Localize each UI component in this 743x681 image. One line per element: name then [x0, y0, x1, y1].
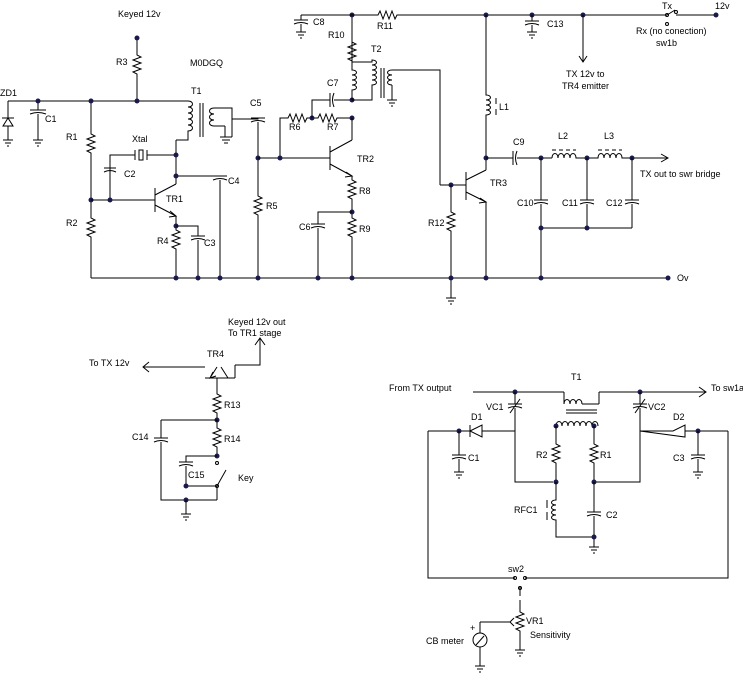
label-r1: R1 [66, 132, 78, 142]
label-l2: L2 [558, 131, 568, 141]
swr-bridge-circuit [427, 386, 729, 673]
keying-circuit [142, 337, 266, 521]
label-r14: R14 [224, 434, 241, 444]
label-c5: C5 [250, 98, 262, 108]
label-r8: R8 [359, 186, 371, 196]
label-tx-out: TX out to swr bridge [640, 169, 721, 179]
label-key: Key [238, 473, 254, 483]
label-to-tx-12v: To TX 12v [89, 358, 130, 368]
label-sensitivity: Sensitivity [530, 630, 571, 640]
label-r2: R2 [66, 218, 78, 228]
label-xtal: Xtal [132, 134, 148, 144]
label-tr1: TR1 [166, 194, 183, 204]
label-t2: T2 [371, 44, 382, 54]
label-keyed-out-line2: To TR1 stage [228, 328, 281, 338]
label-ov: Ov [677, 273, 689, 283]
label-r3: R3 [116, 57, 128, 67]
label-r9: R9 [359, 224, 371, 234]
label-c3: C3 [204, 238, 216, 248]
label-l3: L3 [604, 131, 614, 141]
label-c11: C11 [562, 198, 578, 208]
diagram-title: M0DGQ [190, 58, 223, 68]
label-tr2: TR2 [357, 154, 374, 164]
label-d1: D1 [471, 412, 483, 422]
label-keyed-12v: Keyed 12v [118, 9, 161, 19]
label-r13: R13 [224, 400, 241, 410]
label-sw1b: sw1b [656, 38, 677, 48]
label-to-sw1a: To sw1a [711, 383, 743, 393]
label-t1-bridge: T1 [571, 372, 582, 382]
label-r11: R11 [377, 21, 393, 31]
label-c8: C8 [313, 17, 325, 27]
label-c4: C4 [228, 176, 240, 186]
label-c2-bridge: C2 [606, 510, 618, 520]
label-c1-bridge: C1 [468, 453, 480, 463]
label-c7: C7 [327, 78, 339, 88]
label-r4: R4 [157, 236, 169, 246]
label-r7: R7 [327, 122, 339, 132]
label-c13: C13 [547, 19, 564, 29]
label-c2: C2 [124, 169, 136, 179]
label-sw2: sw2 [508, 564, 524, 574]
label-vc2: VC2 [648, 402, 666, 412]
label-c1: C1 [45, 114, 57, 124]
label-12v: 12v [715, 1, 730, 11]
label-l1: L1 [499, 102, 509, 112]
label-tr3: TR3 [490, 178, 507, 188]
label-c14: C14 [132, 432, 149, 442]
label-keyed-out-line1: Keyed 12v out [228, 317, 286, 327]
label-tr4: TR4 [207, 349, 224, 359]
label-c10: C10 [517, 198, 534, 208]
label-rfc1: RFC1 [514, 505, 538, 515]
labels: Keyed 12v R3 M0DGQ ZD1 C1 R1 T1 Xtal C2 … [0, 1, 743, 646]
label-tx: Tx [662, 1, 672, 11]
label-rx: Rx (no conection) [636, 26, 707, 36]
label-r10: R10 [328, 30, 345, 40]
label-cb-meter: CB meter [426, 636, 464, 646]
label-r5: R5 [266, 201, 278, 211]
label-zd1: ZD1 [0, 88, 17, 98]
label-vc1: VC1 [486, 402, 504, 412]
label-tx12-line1: TX 12v to [566, 69, 605, 79]
label-r6: R6 [289, 122, 301, 132]
transmitter-circuit [2, 9, 719, 305]
label-r2-bridge: R2 [536, 450, 548, 460]
label-r1-bridge: R1 [600, 450, 612, 460]
label-c12: C12 [606, 198, 623, 208]
label-r12: R12 [428, 218, 445, 228]
label-c15: C15 [188, 470, 205, 480]
label-tx12-line2: TR4 emitter [562, 81, 609, 91]
label-c6: C6 [299, 222, 311, 232]
label-d2: D2 [673, 412, 685, 422]
label-plus: + [470, 623, 475, 633]
label-from-tx: From TX output [389, 383, 452, 393]
label-c3-bridge: C3 [673, 453, 685, 463]
label-vr1: VR1 [526, 616, 544, 626]
label-c9: C9 [513, 137, 525, 147]
label-t1: T1 [191, 86, 202, 96]
